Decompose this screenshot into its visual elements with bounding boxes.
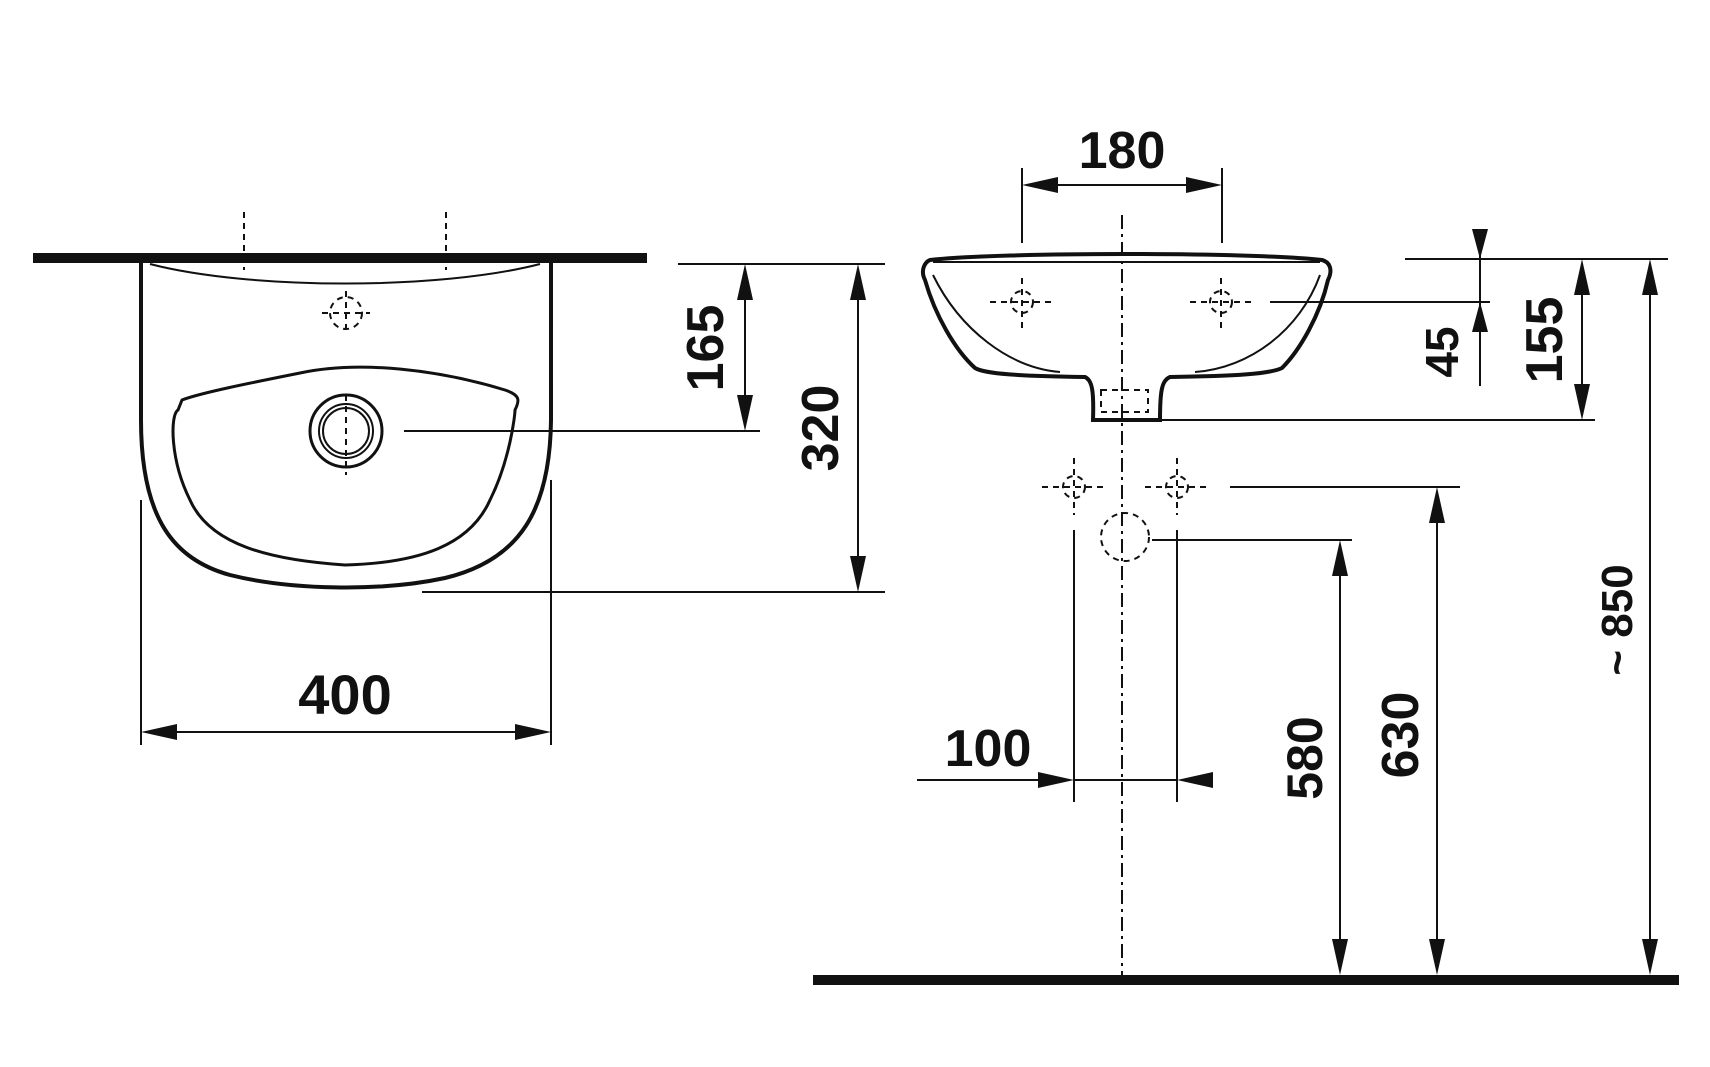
waste-pipe xyxy=(1100,512,1150,562)
basin-outline xyxy=(139,263,553,590)
dim-width xyxy=(141,724,551,740)
dim-drain-offset xyxy=(737,264,753,431)
label-drain-offset: 165 xyxy=(677,305,735,392)
tap-hole-right xyxy=(1190,278,1252,328)
label-pipe-spacing: 100 xyxy=(945,720,1032,778)
tap-hole-symbol xyxy=(322,291,370,335)
label-rim-height: ~ 850 xyxy=(1593,564,1642,675)
dim-hole-height xyxy=(1472,229,1488,386)
basin-inner-curve xyxy=(932,274,1321,373)
label-basin-height: 155 xyxy=(1516,297,1574,384)
label-waste-height: 580 xyxy=(1277,716,1333,799)
label-width: 400 xyxy=(298,663,391,726)
side-view: 180 45 155 xyxy=(813,122,1679,985)
supply-pipe-right xyxy=(1145,458,1208,515)
dim-rim-height xyxy=(1642,259,1658,975)
basin-back-rim xyxy=(149,263,541,285)
dim-tap-spacing xyxy=(1021,168,1223,243)
drain xyxy=(308,393,384,475)
label-tap-spacing: 180 xyxy=(1079,122,1166,180)
label-hole-height: 45 xyxy=(1416,326,1468,377)
label-depth: 320 xyxy=(792,385,850,472)
tap-hole-left xyxy=(990,278,1055,328)
label-supply-height: 630 xyxy=(1372,692,1430,779)
dim-pipe-spacing xyxy=(917,530,1213,802)
basin-side-outline xyxy=(920,252,1333,422)
dim-waste-height xyxy=(1332,540,1348,975)
supply-pipe-left xyxy=(1042,458,1106,515)
floor-line xyxy=(813,975,1679,985)
top-view: 165 320 400 xyxy=(33,212,885,745)
dim-supply-height xyxy=(1429,487,1445,975)
dim-depth xyxy=(850,264,866,592)
dim-basin-height xyxy=(1574,259,1590,420)
bowl-inner xyxy=(171,365,520,567)
wall-line xyxy=(33,253,647,263)
overflow-outlet xyxy=(1100,389,1149,413)
